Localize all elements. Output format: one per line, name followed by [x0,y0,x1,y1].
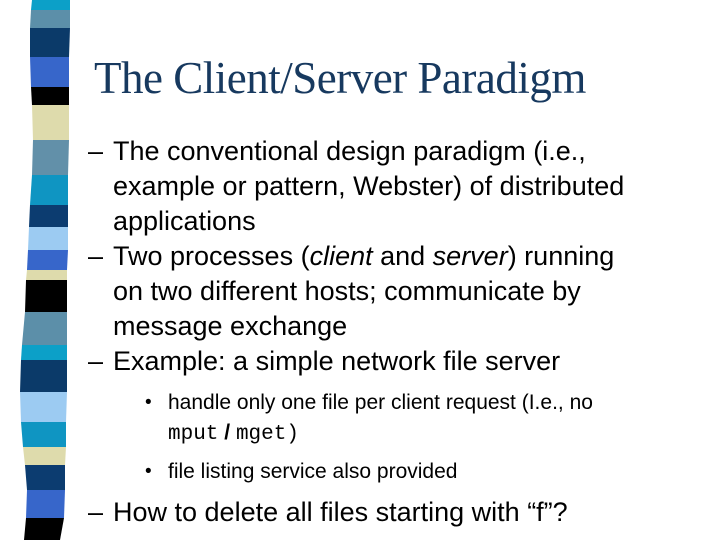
dot-bullet-marker: • [145,461,152,482]
text-segment-mono: mput [168,423,219,446]
text-segment-bold: / [218,421,236,444]
bullet-text: How to delete all files starting with “f… [113,495,568,530]
bullet-item: –The conventional design paradigm (i.e.,… [88,134,698,239]
strip-square [30,175,68,205]
strip-square [24,518,64,540]
text-segment-mono: mget) [235,423,299,446]
strip-square [25,280,67,312]
dash-bullet-marker: – [88,241,104,271]
bullet-item: –Two processes (client and server) runni… [88,239,698,344]
text-segment: file listing service also provided [168,460,458,483]
strip-square [30,57,69,87]
strip-square [28,227,68,250]
text-segment: ) running on two different hosts; commun… [113,241,615,341]
text-segment: Two processes ( [113,241,310,271]
strip-square [20,360,67,392]
bullet-text: file listing service also provided [168,457,457,487]
strip-square [26,490,65,518]
bullet-text: Two processes (client and server) runnin… [113,239,614,344]
dash-bullet-marker: – [88,136,104,166]
strip-square [32,140,69,175]
strip-square [22,312,67,345]
text-segment-italic: client [309,241,373,271]
sub-bullet-item: • file listing service also provided [145,457,698,487]
dash-bullet-marker: – [88,497,104,527]
text-segment: Example: a simple network file server [113,346,561,376]
strip-square [26,270,67,280]
bullet-text: handle only one file per client request … [168,388,593,450]
text-segment: The conventional design paradigm (i.e., … [113,136,625,236]
strip-square [25,465,65,490]
bullet-item: –How to delete all files starting with “… [88,495,698,530]
text-segment: How to delete all files starting with “f… [113,497,568,527]
dot-bullet-marker: • [145,392,152,413]
strip-square [32,105,69,140]
decorative-strip [20,0,70,540]
strip-square [21,345,67,360]
bullet-text: The conventional design paradigm (i.e., … [113,134,624,239]
text-segment-italic: server [432,241,508,271]
strip-square [30,10,70,28]
slide-title: The Client/Server Paradigm [94,53,586,103]
sub-bullet-item: • handle only one file per client request… [145,388,698,450]
text-segment: handle only one file per client request … [168,391,593,414]
strip-square [31,87,69,105]
strip-square [29,205,68,227]
strip-square [31,0,70,10]
bullet-item: –Example: a simple network file server [88,344,698,379]
strip-square [30,28,70,57]
strip-square [20,392,67,422]
strip-square [23,447,66,465]
strip-square [27,250,68,270]
bullet-list: –The conventional design paradigm (i.e.,… [88,134,698,530]
dash-bullet-marker: – [88,346,104,376]
strip-square [21,422,66,447]
text-segment: and [372,241,433,271]
bullet-text: Example: a simple network file server [113,344,560,379]
